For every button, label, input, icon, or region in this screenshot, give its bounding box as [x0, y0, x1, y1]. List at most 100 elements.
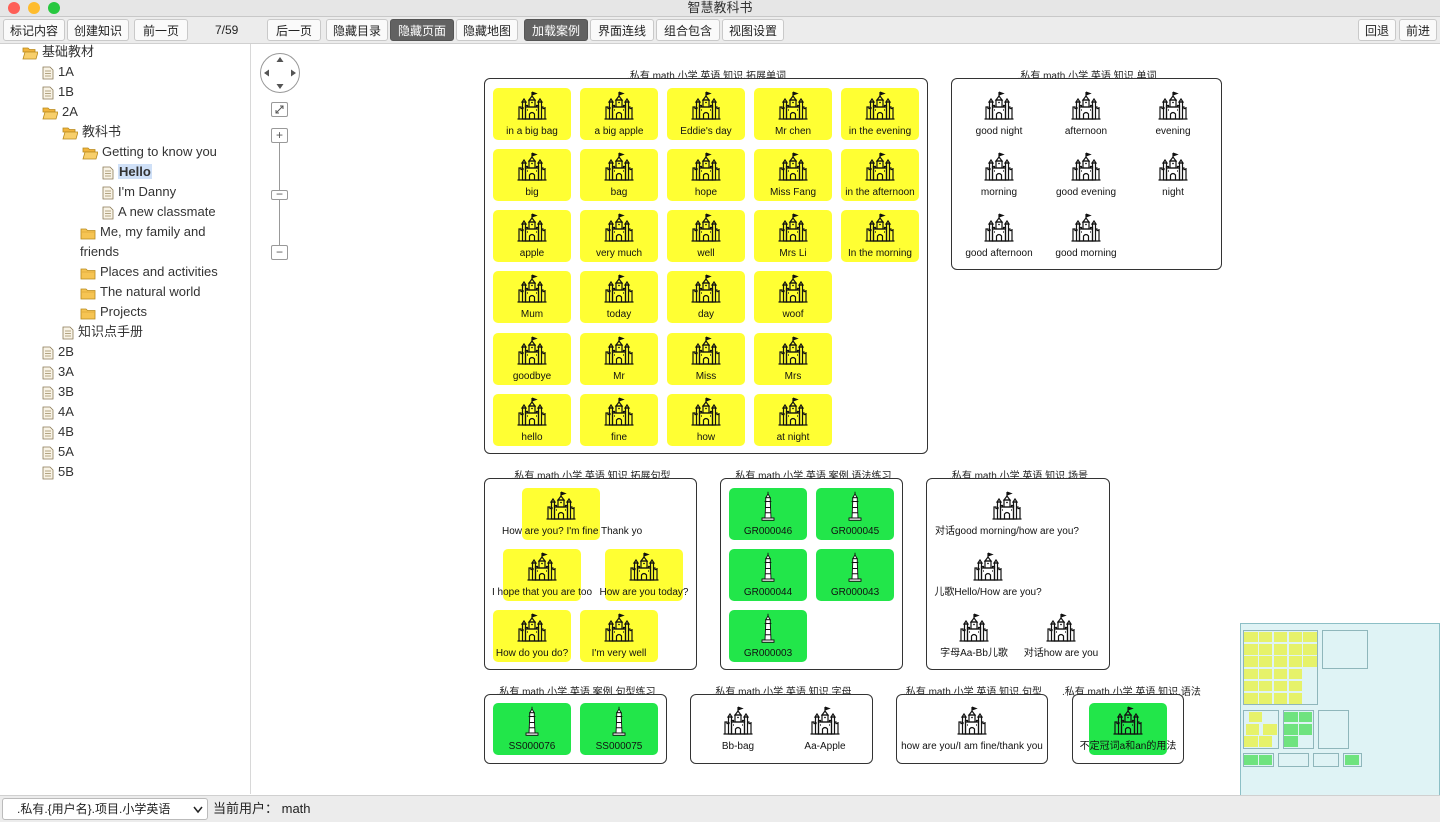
knowledge-card[interactable]: in the afternoon: [841, 149, 919, 201]
zoom-in-button[interactable]: +: [271, 128, 288, 143]
castle-icon: [603, 91, 635, 121]
back-button[interactable]: 回退: [1358, 19, 1396, 41]
tree-item-me-my-family[interactable]: Me, my family and: [80, 222, 205, 242]
knowledge-card[interactable]: GR000003: [729, 610, 807, 662]
knowledge-card[interactable]: Mr chen: [754, 88, 832, 140]
knowledge-card[interactable]: Bb-bag: [695, 703, 781, 755]
tree-item-4a[interactable]: 4A: [42, 402, 74, 422]
knowledge-card[interactable]: very much: [580, 210, 658, 262]
knowledge-card[interactable]: in a big bag: [493, 88, 571, 140]
knowledge-card[interactable]: 对话how are you: [1018, 610, 1104, 662]
knowledge-card[interactable]: 字母Aa-Bb儿歌: [931, 610, 1017, 662]
knowledge-card[interactable]: well: [667, 210, 745, 262]
ui-links-button[interactable]: 界面连线: [590, 19, 654, 41]
tree-item-4b[interactable]: 4B: [42, 422, 74, 442]
hide-toc-button[interactable]: 隐藏目录: [326, 19, 388, 41]
close-window-button[interactable]: [8, 2, 20, 14]
knowledge-card[interactable]: afternoon: [1043, 88, 1129, 140]
knowledge-card[interactable]: how: [667, 394, 745, 446]
knowledge-card[interactable]: How do you do?: [493, 610, 571, 662]
zoom-slider-handle[interactable]: −: [271, 188, 288, 200]
knowledge-card[interactable]: good morning: [1043, 210, 1129, 262]
knowledge-card[interactable]: Mr: [580, 333, 658, 385]
tree-item-getting-to-know-you[interactable]: Getting to know you: [82, 142, 217, 162]
knowledge-card[interactable]: Mrs Li: [754, 210, 832, 262]
load-cases-button[interactable]: 加载案例: [524, 19, 588, 41]
tree-item-3a[interactable]: 3A: [42, 362, 74, 382]
knowledge-card[interactable]: good afternoon: [956, 210, 1042, 262]
tree-item-root[interactable]: 基础教材: [22, 42, 94, 62]
tree-item-2a[interactable]: 2A: [42, 102, 78, 122]
knowledge-card[interactable]: good evening: [1043, 149, 1129, 201]
knowledge-card[interactable]: 对话good morning/how are you?: [935, 488, 1079, 540]
combine-include-button[interactable]: 组合包含: [656, 19, 720, 41]
knowledge-card[interactable]: GR000045: [816, 488, 894, 540]
knowledge-card[interactable]: morning: [956, 149, 1042, 201]
knowledge-card[interactable]: I hope that you are too: [492, 549, 592, 601]
knowledge-card[interactable]: I'm very well: [580, 610, 658, 662]
knowledge-card[interactable]: hope: [667, 149, 745, 201]
knowledge-card[interactable]: woof: [754, 271, 832, 323]
knowledge-card[interactable]: at night: [754, 394, 832, 446]
hide-map-button[interactable]: 隐藏地图: [456, 19, 518, 41]
knowledge-card[interactable]: 不定冠词a和an的用法: [1080, 703, 1176, 755]
knowledge-card[interactable]: Miss Fang: [754, 149, 832, 201]
tree-item-2b[interactable]: 2B: [42, 342, 74, 362]
tree-item-3b[interactable]: 3B: [42, 382, 74, 402]
knowledge-card[interactable]: How are you? I'm fine Thank yo: [502, 488, 642, 540]
knowledge-card[interactable]: Mum: [493, 271, 571, 323]
prev-page-button[interactable]: 前一页: [134, 19, 188, 41]
knowledge-card[interactable]: SS000075: [580, 703, 658, 755]
tree-item-natural-world[interactable]: The natural world: [80, 282, 200, 302]
tree-item-textbook[interactable]: 教科书: [62, 122, 121, 142]
knowledge-card[interactable]: how are you/I am fine/thank you: [901, 703, 1043, 755]
knowledge-card[interactable]: apple: [493, 210, 571, 262]
knowledge-card[interactable]: 儿歌Hello/How are you?: [934, 549, 1042, 601]
fit-view-button[interactable]: [271, 102, 288, 117]
tree-item-handbook[interactable]: 知识点手册: [62, 322, 143, 342]
view-settings-button[interactable]: 视图设置: [722, 19, 784, 41]
tree-item-places-activities[interactable]: Places and activities: [80, 262, 218, 282]
knowledge-card[interactable]: today: [580, 271, 658, 323]
knowledge-card[interactable]: goodbye: [493, 333, 571, 385]
tree-item-5a[interactable]: 5A: [42, 442, 74, 462]
knowledge-card[interactable]: SS000076: [493, 703, 571, 755]
knowledge-card[interactable]: big: [493, 149, 571, 201]
tree-item-1a[interactable]: 1A: [42, 62, 74, 82]
knowledge-card[interactable]: GR000046: [729, 488, 807, 540]
tree-item-a-new-classmate[interactable]: A new classmate: [102, 202, 216, 222]
create-knowledge-button[interactable]: 创建知识: [67, 19, 129, 41]
project-select[interactable]: .私有.{用户名}.项目.小学英语: [2, 798, 208, 820]
hide-page-button[interactable]: 隐藏页面: [390, 19, 454, 41]
knowledge-card[interactable]: hello: [493, 394, 571, 446]
knowledge-card[interactable]: Aa-Apple: [782, 703, 868, 755]
maximize-window-button[interactable]: [48, 2, 60, 14]
knowledge-card[interactable]: in the evening: [841, 88, 919, 140]
knowledge-card[interactable]: fine: [580, 394, 658, 446]
knowledge-card[interactable]: a big apple: [580, 88, 658, 140]
knowledge-card[interactable]: night: [1130, 149, 1216, 201]
knowledge-card[interactable]: Eddie's day: [667, 88, 745, 140]
tree-item-1b[interactable]: 1B: [42, 82, 74, 102]
knowledge-card[interactable]: In the morning: [841, 210, 919, 262]
tree-item-hello[interactable]: Hello: [102, 162, 152, 182]
knowledge-card[interactable]: GR000044: [729, 549, 807, 601]
knowledge-card[interactable]: Miss: [667, 333, 745, 385]
tree-item-projects[interactable]: Projects: [80, 302, 147, 322]
overview-minimap[interactable]: [1240, 623, 1440, 821]
knowledge-card[interactable]: evening: [1130, 88, 1216, 140]
tree-item-im-danny[interactable]: I'm Danny: [102, 182, 176, 202]
knowledge-card[interactable]: day: [667, 271, 745, 323]
tree-item-5b[interactable]: 5B: [42, 462, 74, 482]
knowledge-card[interactable]: Mrs: [754, 333, 832, 385]
next-page-button[interactable]: 后一页: [267, 19, 321, 41]
knowledge-card[interactable]: bag: [580, 149, 658, 201]
pan-control[interactable]: [260, 53, 300, 93]
forward-button[interactable]: 前进: [1399, 19, 1437, 41]
knowledge-card[interactable]: good night: [956, 88, 1042, 140]
mark-content-button[interactable]: 标记内容: [3, 19, 65, 41]
zoom-out-button[interactable]: −: [271, 245, 288, 260]
minimize-window-button[interactable]: [28, 2, 40, 14]
knowledge-card[interactable]: GR000043: [816, 549, 894, 601]
knowledge-card[interactable]: How are you today?: [600, 549, 688, 601]
